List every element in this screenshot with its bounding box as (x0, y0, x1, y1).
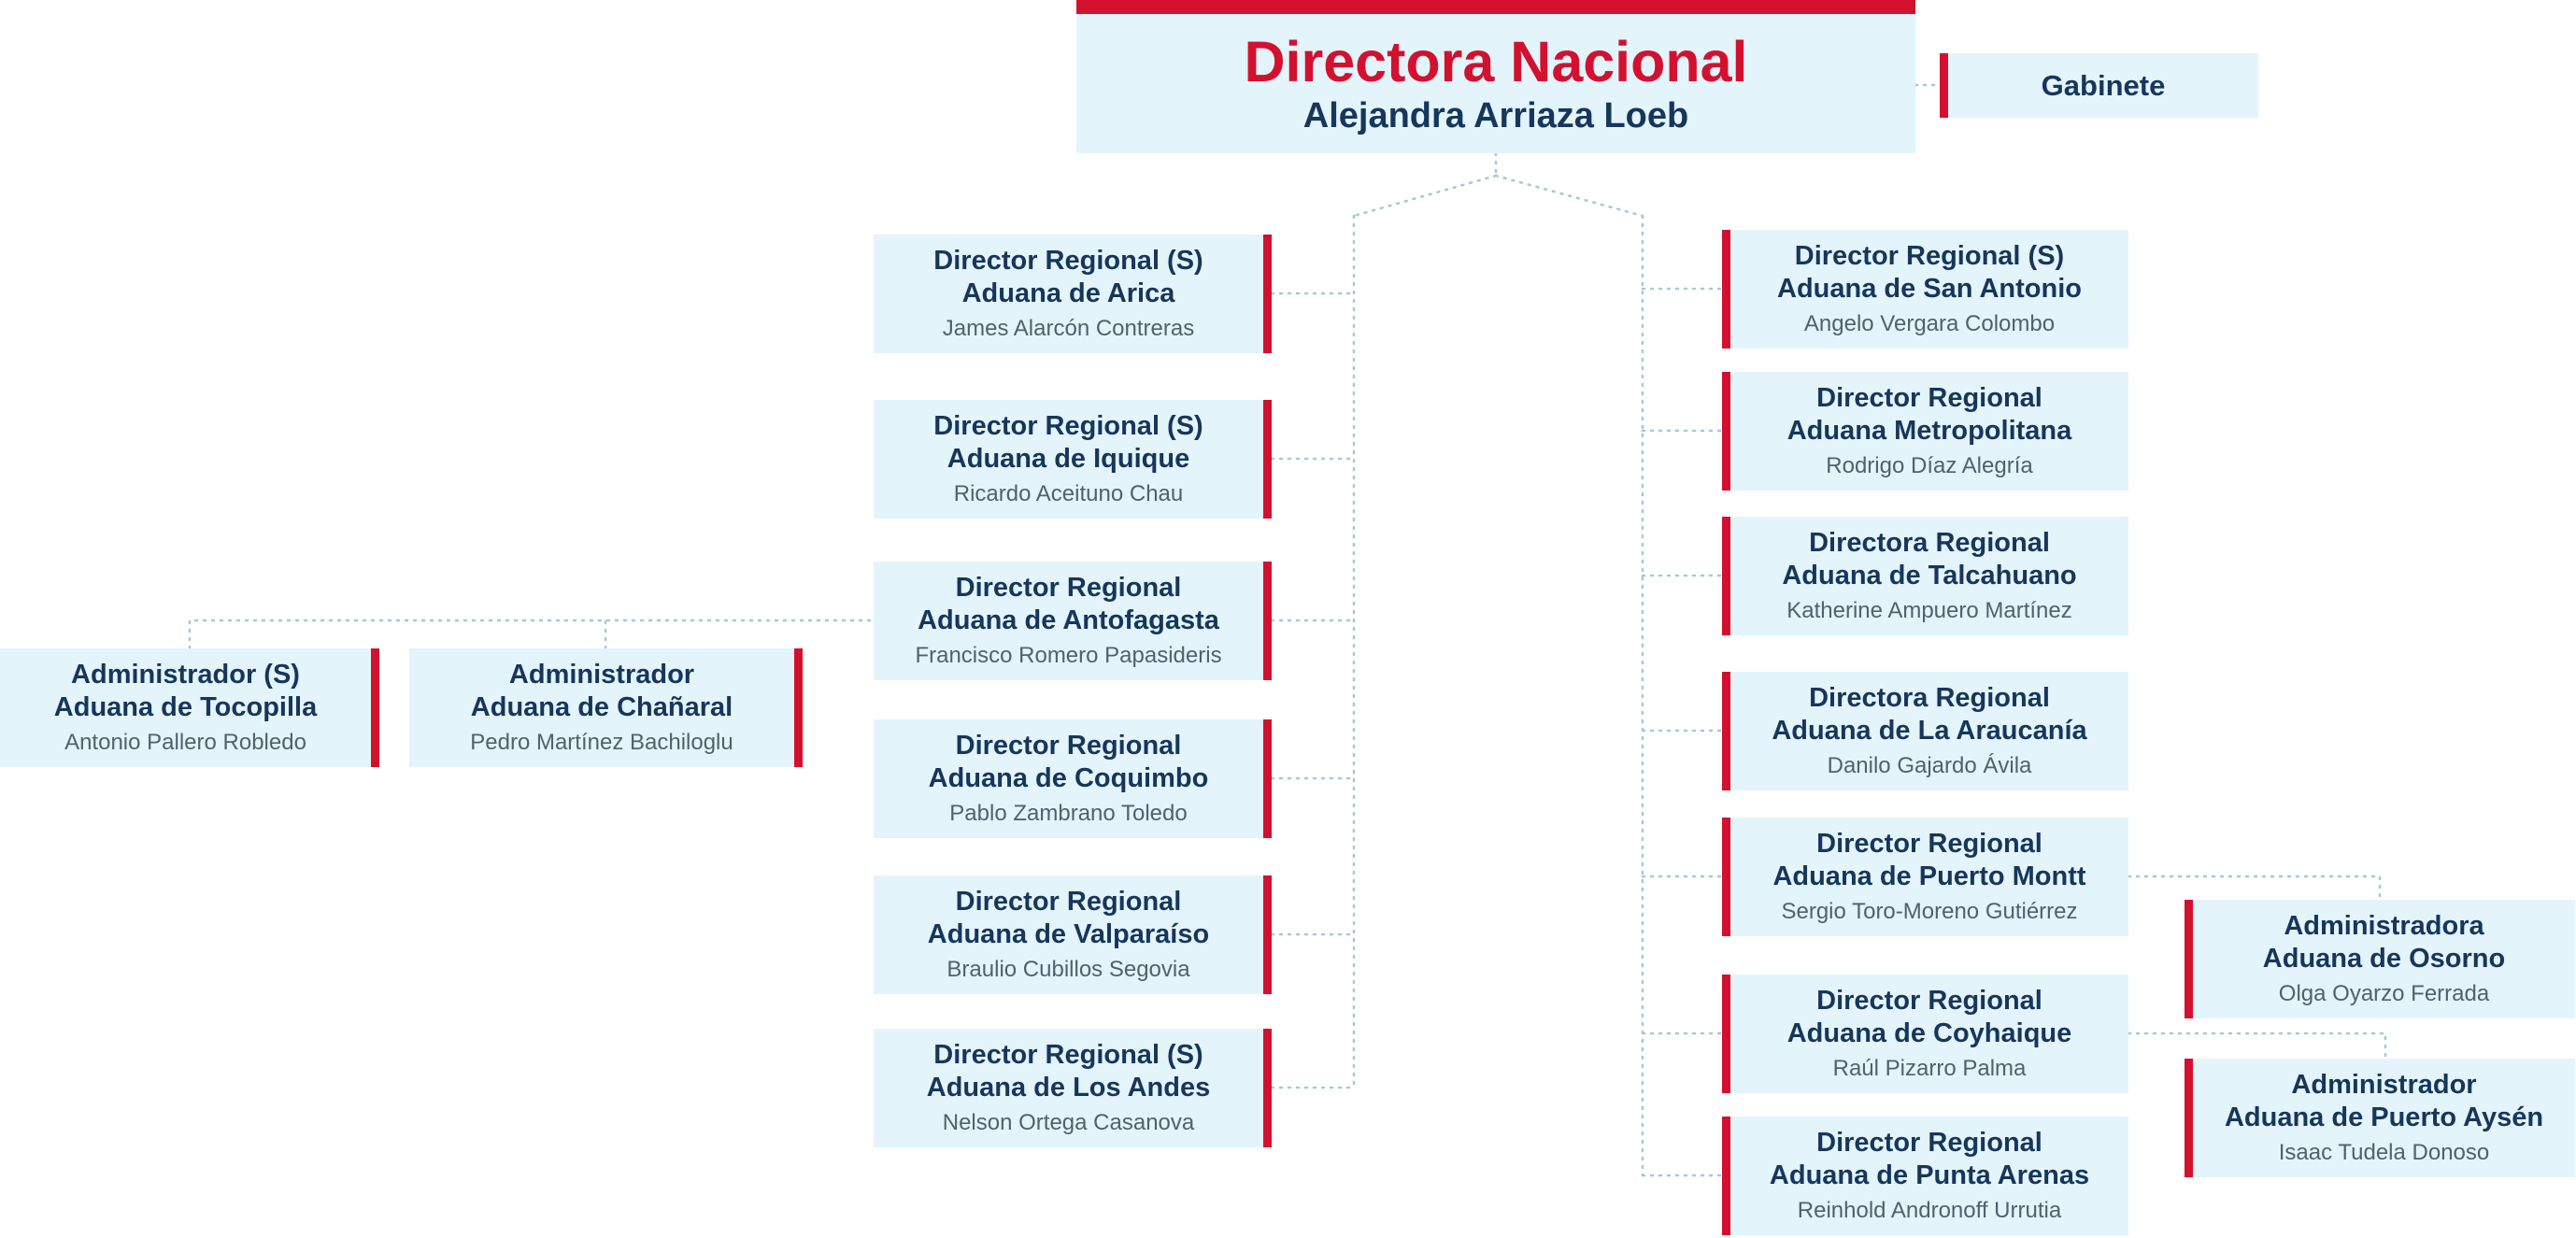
position-title-line1: Administrador (S) (71, 659, 300, 690)
position-title: Director Regional Aduana de Coquimbo (929, 730, 1209, 795)
node-aduana-iquique: Director Regional (S) Aduana de Iquique … (874, 400, 1272, 519)
position-title-line1: Director Regional (955, 730, 1182, 761)
node-aduana-chanaral: Administrador Aduana de Chañaral Pedro M… (409, 648, 803, 767)
position-title-line1: Director Regional (1816, 382, 2042, 413)
node-aduana-valparaiso: Director Regional Aduana de Valparaíso B… (874, 875, 1272, 994)
position-title: Director Regional Aduana de Valparaíso (928, 886, 1209, 951)
position-title-line1: Director Regional (1816, 1127, 2042, 1158)
position-title-line2: Aduana de Valparaíso (927, 918, 1210, 949)
position-title-line1: Director Regional (S) (1794, 240, 2065, 271)
cabinet-label: Gabinete (2041, 68, 2166, 102)
node-aduana-puerto-montt: Director Regional Aduana de Puerto Montt… (1722, 818, 2128, 936)
person-name: Sergio Toro-Moreno Gutiérrez (1781, 899, 2078, 925)
person-name: Nelson Ortega Casanova (942, 1110, 1195, 1136)
node-directora-nacional: Directora Nacional Alejandra Arriaza Loe… (1076, 0, 1915, 153)
position-title: Director Regional (S) Aduana de Arica (933, 245, 1203, 310)
node-aduana-la-araucania: Directora Regional Aduana de La Araucaní… (1722, 672, 2128, 790)
position-title-line1: Director Regional (S) (933, 245, 1203, 276)
position-title: Director Regional Aduana Metropolitana (1787, 382, 2072, 448)
position-title-line2: Aduana de Osorno (2262, 943, 2506, 974)
position-title: Directora Regional Aduana de Talcahuano (1782, 527, 2076, 592)
position-title-line2: Aduana de San Antonio (1777, 273, 2082, 304)
node-gabinete: Gabinete (1940, 53, 2258, 118)
position-title-line1: Director Regional (955, 572, 1182, 603)
position-title-line1: Director Regional (1816, 985, 2042, 1016)
position-title-line1: Administrador (2291, 1069, 2477, 1100)
node-aduana-san-antonio: Director Regional (S) Aduana de San Anto… (1722, 230, 2128, 349)
position-title-line1: Director Regional (955, 886, 1182, 917)
position-title: Director Regional Aduana de Coyhaique (1787, 985, 2072, 1050)
person-name: Raúl Pizarro Palma (1832, 1056, 2027, 1082)
node-aduana-antofagasta: Director Regional Aduana de Antofagasta … (874, 562, 1272, 680)
person-name: Olga Oyarzo Ferrada (2278, 981, 2490, 1007)
person-name: Ricardo Aceituno Chau (953, 481, 1184, 507)
position-title: Administrador (S) Aduana de Tocopilla (54, 659, 317, 724)
position-title-line2: Aduana de Puerto Aysén (2224, 1102, 2544, 1132)
position-title-line1: Administradora (2284, 910, 2484, 941)
person-name: Danilo Gajardo Ávila (1827, 753, 2032, 779)
position-title-line2: Aduana de Antofagasta (918, 605, 1219, 635)
position-title-line2: Aduana de Coquimbo (928, 762, 1209, 793)
position-title-line1: Director Regional (S) (933, 1039, 1203, 1070)
position-title-line2: Aduana de Puerto Montt (1772, 861, 2086, 891)
position-title-line2: Aduana de Tocopilla (53, 691, 318, 722)
position-title-line2: Aduana Metropolitana (1786, 415, 2072, 446)
position-title-line2: Aduana de Los Andes (926, 1072, 1211, 1103)
position-title: Director Regional (S) Aduana de Iquique (933, 410, 1203, 476)
connector-diagonal-right (1494, 174, 1644, 218)
position-title: Administrador Aduana de Chañaral (471, 659, 733, 724)
node-aduana-los-andes: Director Regional (S) Aduana de Los Ande… (874, 1029, 1272, 1147)
position-title-line1: Administrador (508, 659, 695, 690)
node-aduana-punta-arenas: Director Regional Aduana de Punta Arenas… (1722, 1117, 2128, 1235)
person-name: Francisco Romero Papasideris (915, 643, 1222, 669)
position-title-line2: Aduana de Punta Arenas (1769, 1160, 2090, 1190)
person-name: James Alarcón Contreras (942, 316, 1195, 342)
node-aduana-coquimbo: Director Regional Aduana de Coquimbo Pab… (874, 719, 1272, 838)
node-aduana-tocopilla: Administrador (S) Aduana de Tocopilla An… (0, 648, 379, 767)
position-title: Director Regional Aduana de Punta Arenas (1770, 1127, 2089, 1192)
person-name: Pablo Zambrano Toledo (949, 801, 1188, 827)
position-title: Director Regional (S) Aduana de San Anto… (1777, 240, 2082, 306)
position-title-line2: Aduana de Talcahuano (1782, 560, 2077, 591)
position-title-line1: Directora Regional (1809, 527, 2050, 558)
root-person-name: Alejandra Arriaza Loeb (1302, 95, 1689, 135)
person-name: Reinhold Andronoff Urrutia (1797, 1198, 2062, 1224)
person-name: Braulio Cubillos Segovia (946, 957, 1190, 983)
connector-tocopilla-antofagasta (188, 619, 875, 650)
person-name: Rodrigo Díaz Alegría (1826, 453, 2033, 479)
node-aduana-metropolitana: Director Regional Aduana Metropolitana R… (1722, 372, 2128, 491)
position-title-line1: Director Regional (S) (933, 410, 1203, 441)
position-title: Director Regional (S) Aduana de Los Ande… (927, 1039, 1210, 1104)
position-title-line2: Aduana de La Araucanía (1772, 715, 2087, 746)
position-title-line1: Director Regional (1816, 828, 2042, 859)
position-title-line2: Aduana de Coyhaique (1786, 1017, 2072, 1048)
node-aduana-osorno: Administradora Aduana de Osorno Olga Oya… (2185, 900, 2575, 1018)
person-name: Pedro Martínez Bachiloglu (470, 730, 733, 756)
position-title-line1: Directora Regional (1809, 682, 2050, 713)
position-title: Administradora Aduana de Osorno (2263, 910, 2505, 975)
root-title: Directora Nacional (1244, 29, 1748, 93)
position-title: Administrador Aduana de Puerto Aysén (2225, 1069, 2543, 1134)
position-title-line2: Aduana de Arica (961, 277, 1175, 308)
person-name: Isaac Tudela Donoso (2278, 1140, 2490, 1166)
node-aduana-coyhaique: Director Regional Aduana de Coyhaique Ra… (1722, 975, 2128, 1093)
connector-coyhaique-aysen (2127, 1032, 2387, 1060)
person-name: Angelo Vergara Colombo (1803, 311, 2056, 337)
node-aduana-puerto-aysen: Administrador Aduana de Puerto Aysén Isa… (2185, 1059, 2575, 1177)
position-title: Directora Regional Aduana de La Araucaní… (1772, 682, 2086, 747)
node-aduana-arica: Director Regional (S) Aduana de Arica Ja… (874, 235, 1272, 353)
connector-puerto-montt-osorno (2127, 875, 2382, 902)
node-aduana-talcahuano: Directora Regional Aduana de Talcahuano … (1722, 517, 2128, 635)
position-title: Director Regional Aduana de Antofagasta (918, 572, 1219, 637)
position-title-line2: Aduana de Chañaral (470, 691, 733, 722)
position-title-line2: Aduana de Iquique (946, 443, 1190, 474)
connector-diagonal-left (1352, 174, 1498, 218)
position-title: Director Regional Aduana de Puerto Montt (1772, 828, 2085, 893)
person-name: Katherine Ampuero Martínez (1786, 598, 2072, 624)
person-name: Antonio Pallero Robledo (64, 730, 306, 756)
